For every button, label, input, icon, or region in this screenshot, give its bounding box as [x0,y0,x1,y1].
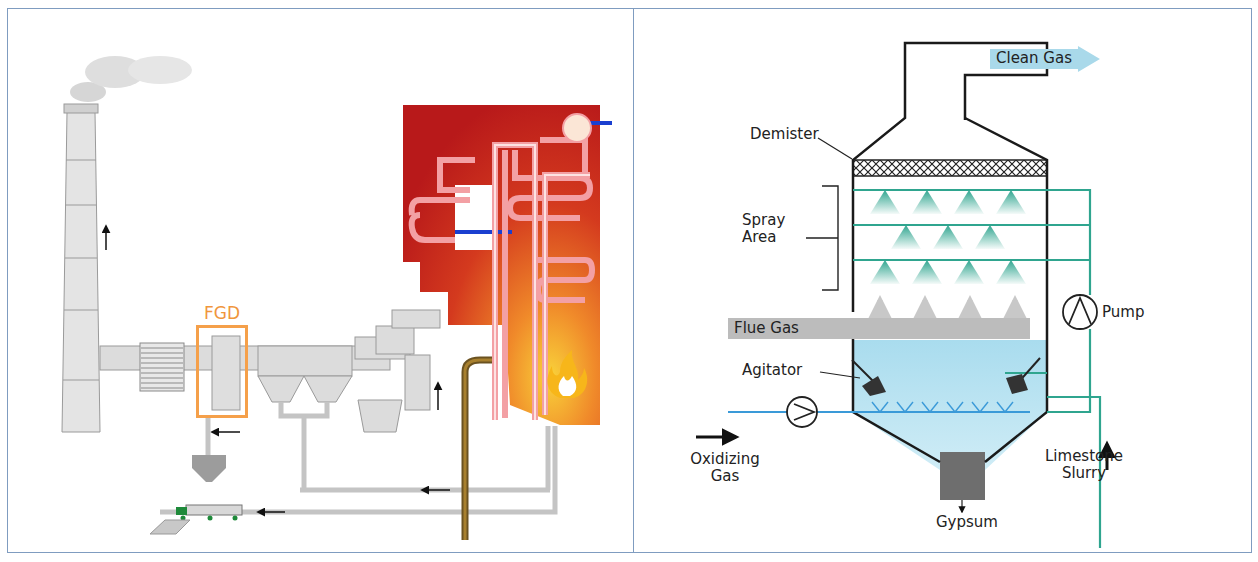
flow-label: Oxidizing Gas [685,451,765,486]
flow-label: Gypsum [936,514,998,531]
outlet-arrow: Clean Gas [990,46,1100,72]
part-name: Demister [750,126,819,143]
part-name: Spray Area [742,212,804,247]
node-text: FGD [204,304,240,324]
air-heater [355,310,440,432]
fgd-box: FGD [196,325,248,418]
heat-exchanger [140,343,184,391]
node-text: Flue Gas [734,320,799,337]
truck [150,505,242,534]
inlet-band: Flue Gas [728,318,1030,339]
precipitator [258,346,352,402]
chimney [62,56,192,432]
boiler [403,105,612,540]
absorber-tower [696,43,1107,548]
part-name: Agitator [742,362,802,379]
node-text: Clean Gas [996,50,1072,67]
flow-label: Limestone Slurry [1036,448,1132,483]
part-name: Pump [1102,304,1144,321]
agitator [852,358,1040,396]
